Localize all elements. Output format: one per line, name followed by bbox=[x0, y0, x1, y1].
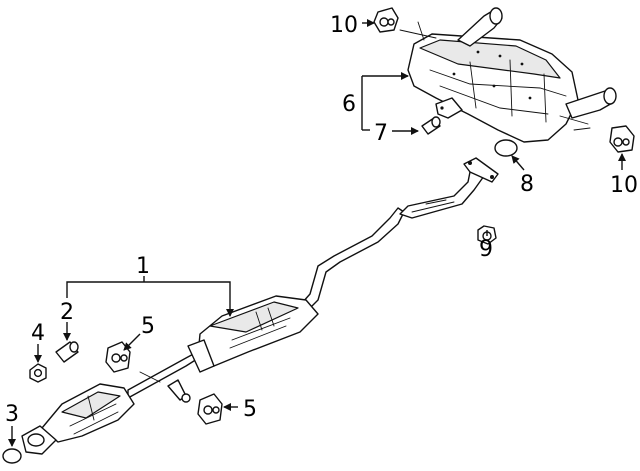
callout-1: 1 bbox=[136, 254, 150, 279]
callout-5-upper: 5 bbox=[141, 314, 155, 339]
muffler bbox=[399, 7, 617, 143]
stud-bolt bbox=[55, 341, 79, 363]
callout-10-upper: 10 bbox=[330, 13, 358, 38]
callout-3: 3 bbox=[5, 402, 19, 427]
hanger-insulator-front bbox=[197, 393, 223, 425]
callout-10-lower: 10 bbox=[610, 173, 638, 198]
hanger-insulator-upper bbox=[373, 7, 399, 33]
gasket-ring-rear bbox=[494, 139, 518, 157]
catalytic-converter-rear bbox=[187, 295, 319, 373]
callout-labels: 1 2 3 4 5 5 6 7 8 9 10 10 bbox=[5, 13, 638, 427]
callout-9: 9 bbox=[479, 237, 493, 262]
gasket-ring-front bbox=[2, 448, 22, 464]
callout-2: 2 bbox=[60, 300, 74, 325]
bolt bbox=[421, 116, 441, 135]
callout-6: 6 bbox=[342, 92, 356, 117]
hex-nut bbox=[29, 363, 47, 383]
callout-8: 8 bbox=[520, 172, 534, 197]
exhaust-pipe bbox=[127, 157, 499, 403]
hanger-insulator-mid bbox=[105, 341, 131, 373]
callout-7: 7 bbox=[374, 121, 388, 146]
catalytic-converter-front bbox=[21, 383, 135, 455]
leader-lines bbox=[8, 19, 626, 447]
callout-4: 4 bbox=[31, 321, 45, 346]
callout-5-lower: 5 bbox=[243, 397, 257, 422]
hanger-insulator-lower bbox=[609, 125, 635, 153]
